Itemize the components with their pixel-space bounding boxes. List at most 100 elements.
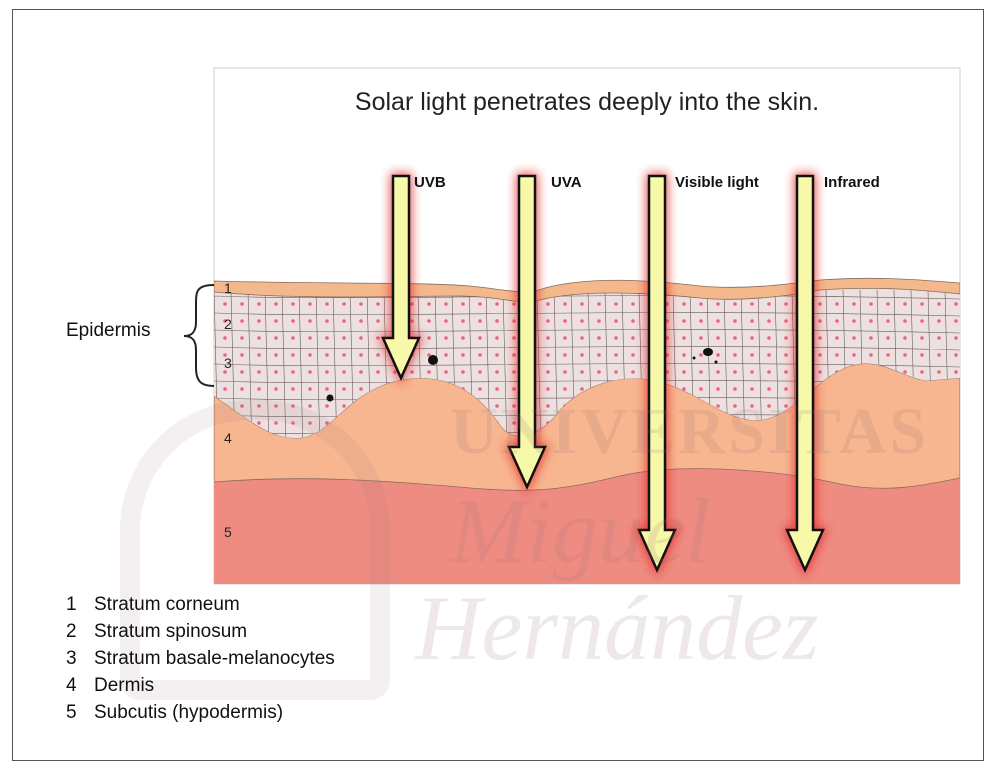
cell-nucleus bbox=[937, 336, 941, 340]
cell-nucleus bbox=[257, 319, 261, 323]
cell-nucleus bbox=[716, 370, 720, 374]
cell-nucleus bbox=[886, 353, 890, 357]
cell-nucleus bbox=[580, 336, 584, 340]
cell-nucleus bbox=[274, 421, 278, 425]
cell-nucleus bbox=[852, 336, 856, 340]
cell-nucleus bbox=[257, 302, 261, 306]
cell-nucleus bbox=[767, 404, 771, 408]
cell-nucleus bbox=[478, 353, 482, 357]
cell-nucleus bbox=[818, 370, 822, 374]
cell-nucleus bbox=[903, 302, 907, 306]
legend-number: 5 bbox=[66, 702, 94, 724]
cell-nucleus bbox=[257, 370, 261, 374]
cell-nucleus bbox=[937, 353, 941, 357]
cell-nucleus bbox=[546, 353, 550, 357]
cell-nucleus bbox=[631, 370, 635, 374]
cell-nucleus bbox=[682, 302, 686, 306]
legend-text: Subcutis (hypodermis) bbox=[94, 702, 283, 723]
cell-nucleus bbox=[478, 370, 482, 374]
cell-nucleus bbox=[274, 387, 278, 391]
cell-nucleus bbox=[240, 353, 244, 357]
cell-nucleus bbox=[852, 319, 856, 323]
cell-nucleus bbox=[546, 302, 550, 306]
cell-nucleus bbox=[512, 353, 516, 357]
cell-nucleus bbox=[631, 336, 635, 340]
cell-nucleus bbox=[495, 319, 499, 323]
cell-nucleus bbox=[784, 302, 788, 306]
cell-nucleus bbox=[580, 319, 584, 323]
cell-nucleus bbox=[240, 387, 244, 391]
cell-nucleus bbox=[835, 302, 839, 306]
uva-label: UVA bbox=[551, 174, 582, 191]
cell-nucleus bbox=[325, 387, 329, 391]
cell-nucleus bbox=[444, 302, 448, 306]
infrared-label: Infrared bbox=[824, 174, 880, 191]
cell-nucleus bbox=[342, 370, 346, 374]
cell-nucleus bbox=[699, 370, 703, 374]
cell-nucleus bbox=[563, 353, 567, 357]
cell-nucleus bbox=[308, 302, 312, 306]
cell-nucleus bbox=[274, 302, 278, 306]
cell-nucleus bbox=[478, 387, 482, 391]
cell-nucleus bbox=[325, 336, 329, 340]
layer-number-2: 2 bbox=[224, 316, 232, 332]
cell-nucleus bbox=[750, 336, 754, 340]
cell-nucleus bbox=[920, 336, 924, 340]
cell-nucleus bbox=[903, 353, 907, 357]
epidermis-label: Epidermis bbox=[66, 320, 150, 342]
cell-nucleus bbox=[461, 336, 465, 340]
cell-nucleus bbox=[750, 319, 754, 323]
cell-nucleus bbox=[750, 353, 754, 357]
cell-nucleus bbox=[835, 353, 839, 357]
cell-nucleus bbox=[325, 353, 329, 357]
cell-nucleus bbox=[767, 319, 771, 323]
cell-nucleus bbox=[257, 353, 261, 357]
cell-nucleus bbox=[886, 336, 890, 340]
cell-nucleus bbox=[597, 353, 601, 357]
cell-nucleus bbox=[750, 302, 754, 306]
cell-nucleus bbox=[903, 370, 907, 374]
cell-nucleus bbox=[733, 370, 737, 374]
cell-nucleus bbox=[614, 302, 618, 306]
cell-nucleus bbox=[291, 370, 295, 374]
cell-nucleus bbox=[240, 404, 244, 408]
cell-nucleus bbox=[716, 387, 720, 391]
cell-nucleus bbox=[342, 319, 346, 323]
cell-nucleus bbox=[614, 370, 618, 374]
cell-nucleus bbox=[614, 319, 618, 323]
cell-nucleus bbox=[512, 336, 516, 340]
cell-nucleus bbox=[308, 421, 312, 425]
cell-nucleus bbox=[597, 336, 601, 340]
cell-nucleus bbox=[512, 302, 516, 306]
legend-item: 1Stratum corneum bbox=[66, 594, 335, 621]
cell-nucleus bbox=[767, 353, 771, 357]
cell-nucleus bbox=[563, 336, 567, 340]
cell-nucleus bbox=[359, 353, 363, 357]
cell-nucleus bbox=[308, 387, 312, 391]
cell-nucleus bbox=[546, 336, 550, 340]
cell-nucleus bbox=[240, 302, 244, 306]
layer-number-4: 4 bbox=[224, 430, 232, 446]
cell-nucleus bbox=[257, 421, 261, 425]
cell-nucleus bbox=[818, 336, 822, 340]
cell-nucleus bbox=[478, 319, 482, 323]
cell-nucleus bbox=[631, 302, 635, 306]
cell-nucleus bbox=[342, 336, 346, 340]
cell-nucleus bbox=[682, 370, 686, 374]
cell-nucleus bbox=[682, 319, 686, 323]
cell-nucleus bbox=[495, 302, 499, 306]
cell-nucleus bbox=[512, 421, 516, 425]
cell-nucleus bbox=[461, 370, 465, 374]
cell-nucleus bbox=[325, 370, 329, 374]
cell-nucleus bbox=[461, 302, 465, 306]
layer-number-3: 3 bbox=[224, 355, 232, 371]
cell-nucleus bbox=[937, 319, 941, 323]
cell-nucleus bbox=[223, 387, 227, 391]
cell-nucleus bbox=[835, 319, 839, 323]
cell-nucleus bbox=[291, 336, 295, 340]
cell-nucleus bbox=[614, 353, 618, 357]
cell-nucleus bbox=[359, 319, 363, 323]
cell-nucleus bbox=[495, 353, 499, 357]
cell-nucleus bbox=[614, 336, 618, 340]
